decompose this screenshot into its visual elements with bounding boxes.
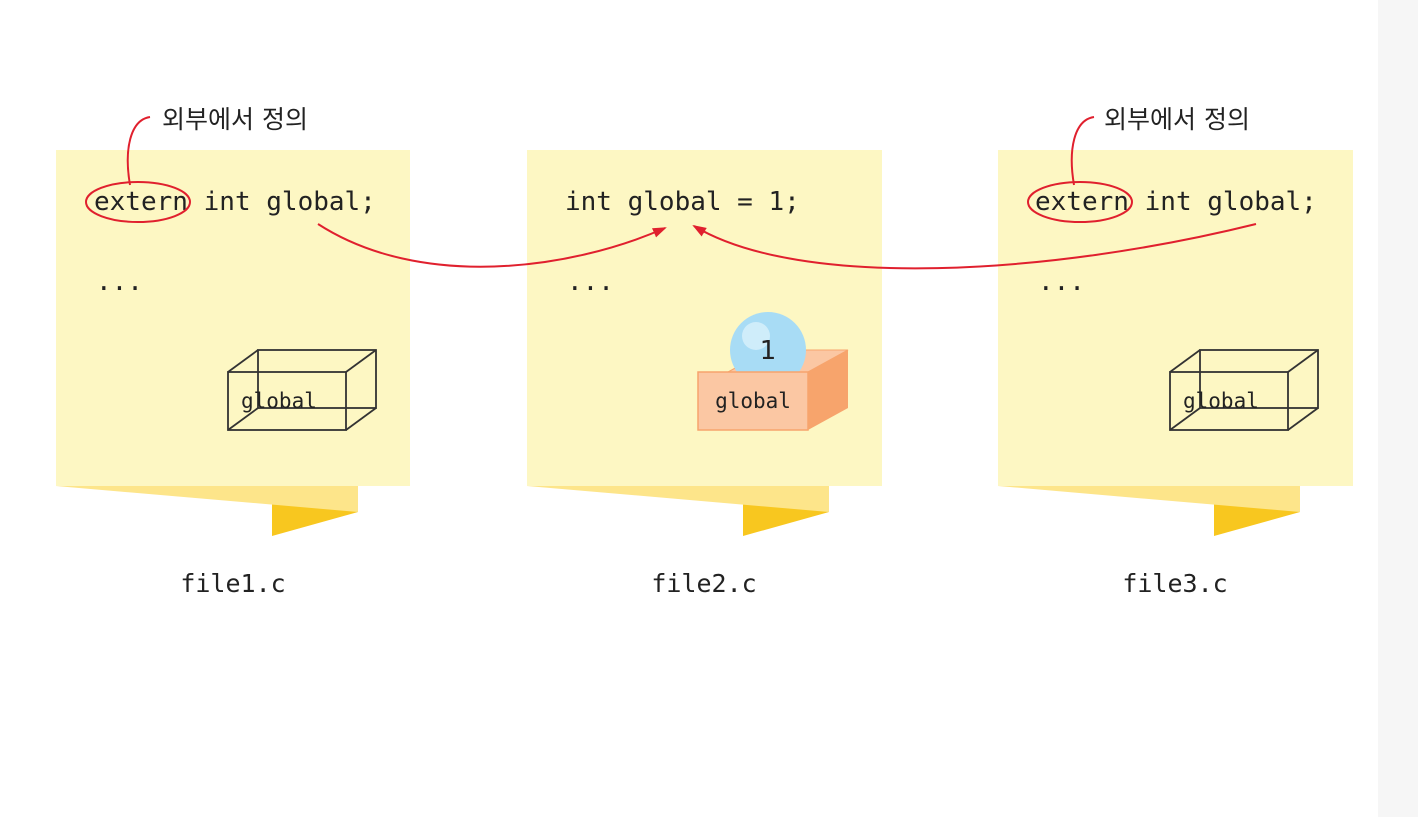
file1-box-label: global (241, 389, 317, 413)
file1-ellipsis: ... (96, 267, 143, 297)
extern-global-diagram: extern int global; 외부에서 정의 ... global fi… (56, 105, 1353, 598)
file1-code-prefix: extern (94, 187, 188, 217)
file3-code-line: int global; (1129, 187, 1317, 217)
file2-code-line: int global = 1; (565, 187, 800, 217)
arrow-file3-to-file2 (692, 223, 1257, 270)
file3-caption: file3.c (1122, 569, 1227, 598)
file2-ellipsis: ... (567, 267, 614, 297)
wireframe-box-icon (1169, 349, 1319, 431)
file1-caption: file1.c (180, 569, 285, 598)
file3-code-prefix: extern (1035, 187, 1129, 217)
file2-ball-value: 1 (760, 336, 777, 366)
note-fold (527, 486, 829, 512)
note-fold (56, 486, 358, 512)
file3-box-label: global (1183, 389, 1259, 413)
file1-annotation: 외부에서 정의 (162, 105, 308, 134)
file2-box-label: global (715, 389, 791, 413)
wireframe-box-icon (227, 349, 377, 431)
extern-highlight-circle (85, 181, 191, 223)
arrow-file1-to-file2 (317, 223, 667, 268)
filled-box-icon (697, 312, 849, 431)
file3-ellipsis: ... (1038, 267, 1085, 297)
file2-caption: file2.c (651, 569, 756, 598)
right-edge-strip (1378, 0, 1418, 817)
file1-code-line: int global; (188, 187, 376, 217)
annotation-leader-line (1070, 116, 1095, 186)
file3-annotation: 외부에서 정의 (1104, 105, 1250, 134)
extern-highlight-circle (1027, 181, 1133, 223)
annotation-leader-line (126, 116, 151, 186)
note-fold (998, 486, 1300, 512)
